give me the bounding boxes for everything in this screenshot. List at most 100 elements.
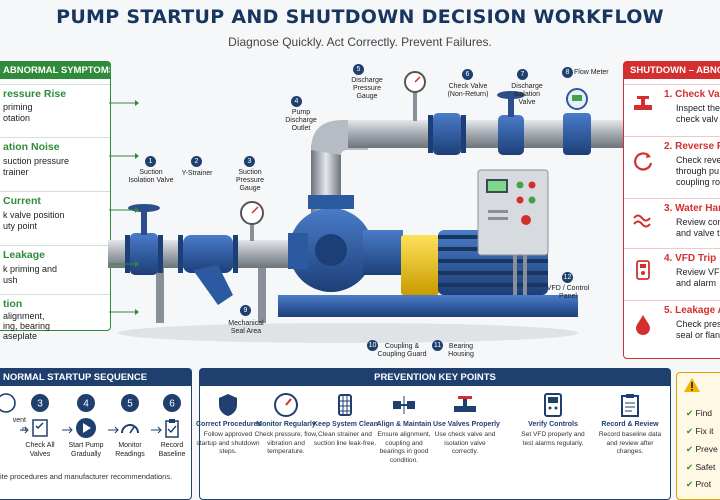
shutdown-desc: Review con [676, 217, 720, 227]
pipe-support [258, 268, 266, 323]
floor-shadow [118, 323, 578, 343]
leak-drop-icon [636, 315, 650, 335]
discharge-pressure-gauge[interactable] [404, 71, 426, 121]
suction-isolation-valve-label: Suction Isolation Valve [128, 169, 174, 184]
play-icon [76, 418, 96, 438]
alignment-icon [393, 396, 415, 414]
shutdown-card[interactable]: 1. Check Valv Inspect the check valv [624, 84, 720, 137]
summary-item: ✔ Prot [686, 479, 712, 489]
prevention-panel: PREVENTION KEY POINTS [199, 368, 671, 500]
y-strainer[interactable] [178, 235, 238, 305]
pipe-support [156, 268, 164, 323]
shutdown-title: 5. Leakage A [664, 305, 720, 316]
symptom-desc: ing, bearing [3, 321, 51, 331]
symptom-title: tion [3, 298, 23, 310]
prevention-header: PREVENTION KEY POINTS [200, 369, 670, 386]
step-number: 4 [83, 399, 89, 410]
symptom-desc: alignment, [3, 311, 45, 321]
pump-discharge-outlet-label: Pump Discharge Outlet [285, 109, 317, 132]
callout-number: 5 [353, 64, 364, 75]
symptom-card[interactable]: ation Noise suction pressure trainer [0, 137, 110, 188]
clipboard-icon [165, 419, 179, 438]
step-number: 5 [127, 399, 133, 410]
step-label: Start Pump Gradually [68, 442, 104, 458]
startup-step: 5 Monitor Readings [110, 392, 150, 459]
startup-note: ite procedures and manufacturer recommen… [0, 472, 173, 481]
symptom-desc: ush [3, 275, 18, 285]
shutdown-desc: Check pres [676, 319, 720, 329]
callout-number: 2 [191, 156, 202, 167]
shutdown-panel: SHUTDOWN – ABNOR 1. Check Valv Inspect t… [623, 61, 720, 359]
callout-number: 1 [145, 156, 156, 167]
callout-number: 10 [367, 340, 378, 351]
discharge-pressure-gauge-label: Discharge Pressure Gauge [351, 77, 383, 100]
gauge-icon [121, 424, 139, 434]
strainer-icon [338, 394, 352, 416]
shutdown-title: 2. Reverse R [664, 141, 720, 152]
symptom-title: ation Noise [3, 141, 60, 153]
flow-meter-label: Flow Meter [574, 69, 609, 76]
summary-panel [676, 372, 720, 500]
discharge-isolation-valve-label: Discharge Isolation Valve [511, 83, 543, 106]
symptom-desc: suction pressure [3, 156, 70, 166]
symptom-desc: k valve position [3, 210, 65, 220]
abnormal-symptoms-panel: ABNORMAL SYMPTOMS ressure Rise priming o… [0, 61, 111, 341]
prevention-desc: Record baseline data and review after ch… [598, 431, 662, 455]
pump-casing[interactable] [288, 195, 373, 292]
symptom-card[interactable]: Leakage k priming and ush [0, 245, 110, 291]
page-title: PUMP STARTUP AND SHUTDOWN DECISION WORKF… [56, 6, 664, 28]
symptom-card[interactable]: ressure Rise priming otation [0, 84, 110, 133]
bearing-housing[interactable] [363, 230, 403, 275]
shield-icon [219, 394, 237, 416]
shutdown-header: SHUTDOWN – ABNOR [624, 62, 720, 79]
coupling-guard-label: Coupling & Coupling Guard [377, 343, 427, 358]
summary-item: ✔ Fix it [686, 426, 714, 436]
step-partial-label-2: n [22, 425, 26, 433]
symptom-card[interactable]: tion alignment, ing, bearing aseplate [0, 294, 110, 341]
callout-number: 7 [517, 69, 528, 80]
check-icon: ✔ [686, 426, 694, 436]
prevention-item: Keep System Clean Clean strainer and suc… [313, 392, 378, 448]
prevention-title: Monitor Regularly [256, 421, 316, 428]
step-4-badge: 4 [77, 394, 95, 412]
symptom-desc: uty point [3, 221, 38, 231]
baseplate [278, 295, 578, 317]
prevention-item: Correct Procedures Follow approved start… [196, 392, 261, 457]
prevention-item: Use Valves Properly Use check valve and … [433, 392, 500, 457]
symptom-desc: k priming and [3, 264, 58, 274]
checklist-icon [32, 419, 48, 437]
shutdown-card[interactable]: 4. VFD Trip Review VFD and alarm [624, 248, 720, 301]
shutdown-card[interactable]: 2. Reverse R Check reve through pu coupl… [624, 136, 720, 199]
callout-number: 9 [240, 305, 251, 316]
startup-sequence-panel: NORMAL STARTUP SEQUENCE [0, 368, 192, 500]
shutdown-desc: seal or flan [676, 330, 720, 340]
step-arrows [20, 426, 162, 434]
gauge-icon [274, 393, 298, 417]
suction-isolation-valve[interactable] [125, 204, 163, 275]
pump-system-illustration [108, 71, 623, 343]
shutdown-card[interactable]: 5. Leakage A Check pres seal or flan [624, 300, 720, 357]
prevention-desc: Follow approved startup and shutdown ste… [196, 431, 260, 455]
shutdown-card[interactable]: 3. Water Har Review con and valve t [624, 198, 720, 249]
step-6-badge: 6 [163, 394, 181, 412]
shutdown-title: 1. Check Valv [664, 89, 720, 100]
startup-step: vent n [0, 392, 26, 434]
shutdown-desc: through pu [676, 166, 720, 176]
shutdown-title: 3. Water Har [664, 203, 720, 214]
callout-number: 4 [291, 96, 302, 107]
check-valves-icon: 3 [31, 394, 49, 412]
coupling-guard[interactable] [401, 235, 439, 295]
callout-number: 6 [462, 69, 473, 80]
discharge-isolation-valve[interactable] [497, 91, 525, 155]
check-icon: ✔ [686, 479, 694, 489]
prevention-item: Verify Controls Set VFD properly and tes… [521, 392, 585, 448]
symptom-desc: priming [3, 102, 33, 112]
vfd-control-panel[interactable] [477, 169, 549, 295]
check-valve[interactable] [428, 113, 466, 155]
symptom-card[interactable]: Current k valve position uty point [0, 191, 110, 242]
summary-item: ✔ Find [686, 408, 713, 418]
flow-meter[interactable] [563, 88, 591, 155]
symptom-desc: otation [3, 113, 31, 123]
suction-pressure-gauge[interactable] [240, 201, 264, 241]
check-icon: ✔ [686, 462, 694, 472]
